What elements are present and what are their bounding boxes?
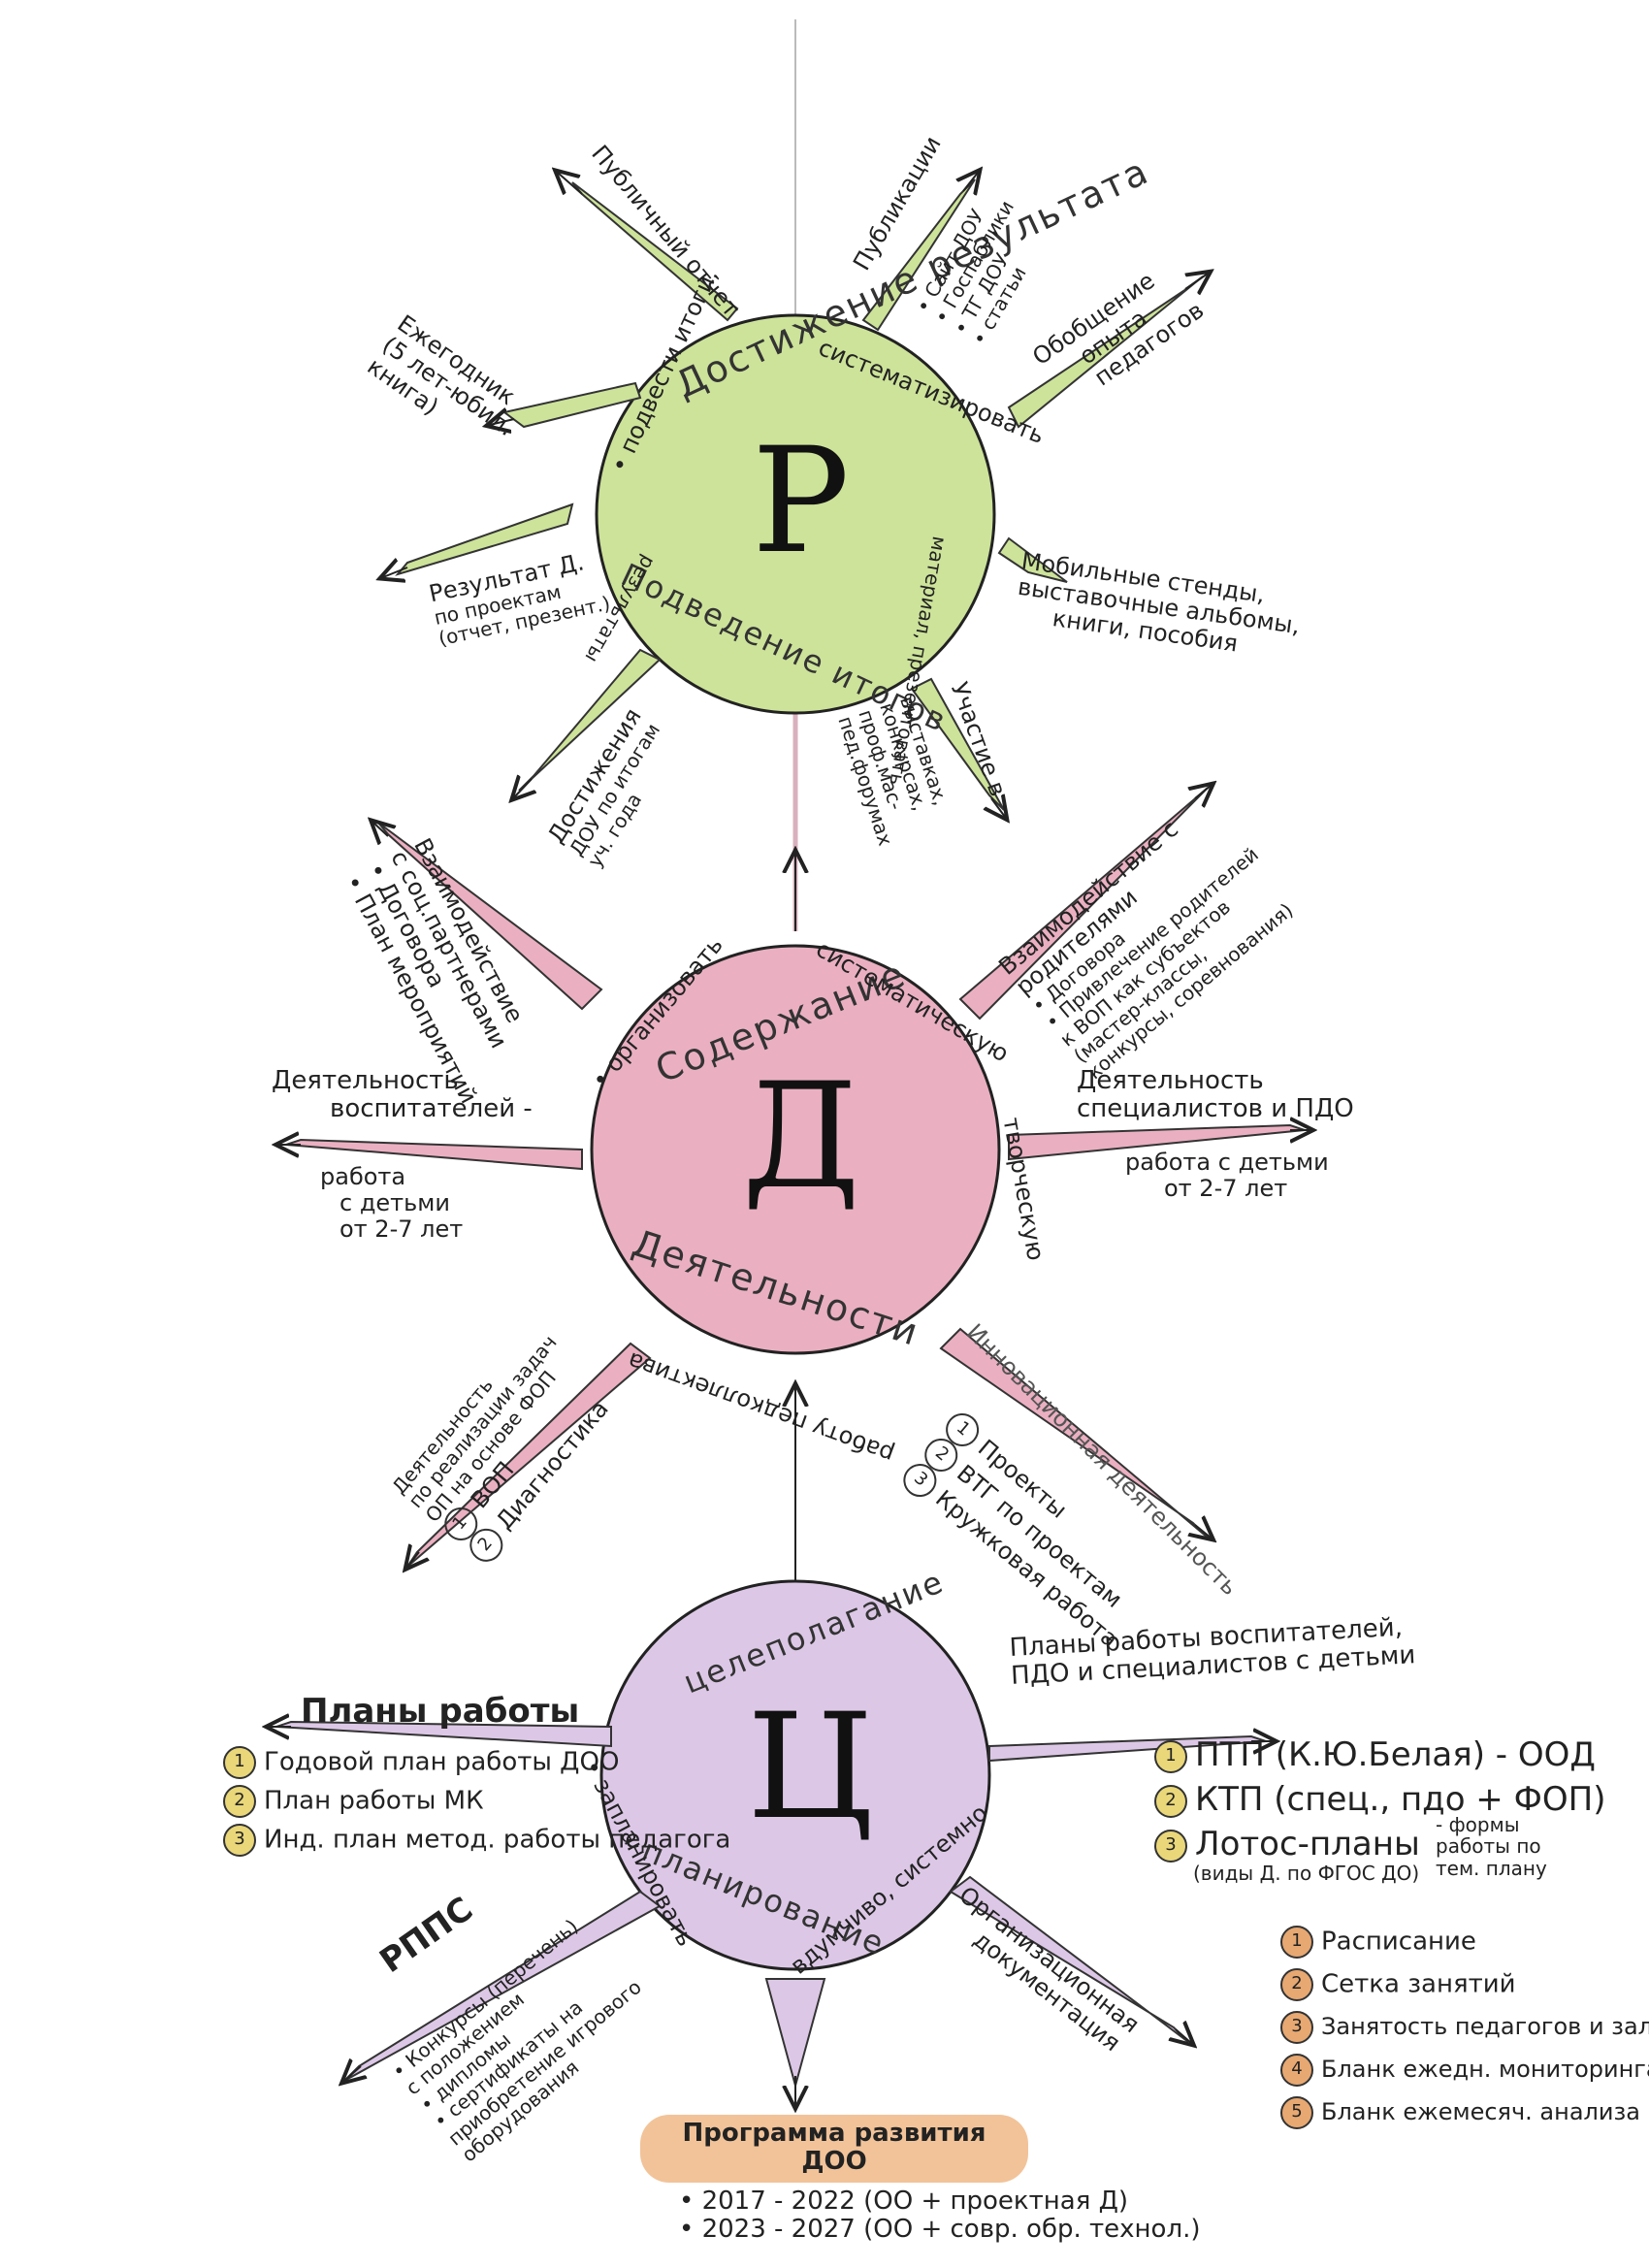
program-item: • 2023 - 2027 (ОО + совр. обр. технол.) xyxy=(679,2215,1201,2245)
num-3-icon: 3 xyxy=(1280,2011,1313,2044)
r-letter: Р xyxy=(752,417,850,586)
d-specialists-work-line2: от 2-7 лет xyxy=(1164,1174,1288,1202)
d-specialists-work: работа с детьми от 2-7 лет xyxy=(1125,1150,1329,1202)
r-spoke-public xyxy=(558,173,739,322)
d-educators-work-line3: от 2-7 лет xyxy=(340,1215,464,1243)
c-org-item: Занятость педагогов и залов xyxy=(1321,2013,1649,2040)
d-letter: Д xyxy=(742,1053,860,1221)
num-2-icon: 2 xyxy=(1154,1784,1187,1818)
r-spoke-mobile xyxy=(997,536,1068,583)
r-spoke-participation xyxy=(910,677,1005,817)
num-1-icon: 1 xyxy=(223,1746,256,1779)
c-teacher-item: ПТП (К.Ю.Белая) - ООД xyxy=(1195,1735,1596,1774)
c-org-item: Сетка занятий xyxy=(1321,1969,1516,1999)
c-org-item: Бланк ежемесяч. анализа xyxy=(1321,2098,1640,2125)
r-spoke-publications xyxy=(861,173,978,332)
d-educators-label: Деятельность воспитателей - xyxy=(272,1066,533,1124)
c-lotos-note: - формы работы по тем. плану xyxy=(1436,1813,1547,1880)
num-1-icon: 1 xyxy=(1280,1926,1313,1959)
d-spoke-fop xyxy=(407,1342,652,1567)
d-spoke-parents xyxy=(958,786,1211,1021)
r-spoke-result xyxy=(383,502,574,577)
program-banner xyxy=(640,2115,1028,2183)
d-specialists-work-line1: работа с детьми xyxy=(1125,1149,1329,1176)
c-lotos-note-line3: тем. плану xyxy=(1436,1856,1547,1880)
c-spoke-program xyxy=(764,1978,826,2105)
c-plans-title: Планы работы xyxy=(301,1692,580,1731)
c-teacher-item: Лотос-планы xyxy=(1195,1825,1420,1864)
c-circle xyxy=(599,1579,991,1971)
program-title-line1: Программа развития xyxy=(682,2119,986,2148)
d-educators-work: работа с детьми от 2-7 лет xyxy=(320,1164,463,1243)
d-educators-line2: воспитателей - xyxy=(330,1094,533,1124)
r-spoke-yearbook xyxy=(490,381,642,427)
c-teacher-item-note: (виды Д. по ФГОС ДО) xyxy=(1193,1862,1420,1886)
d-educators-work-line1: работа xyxy=(320,1163,406,1190)
c-plans-item: Инд. план метод. работы педагога xyxy=(264,1825,731,1855)
d-specialists-label: Деятельность специалистов и ПДО xyxy=(1077,1066,1354,1124)
num-2-icon: 2 xyxy=(223,1785,256,1818)
d-educators-line1: Деятельность xyxy=(272,1066,459,1095)
d-spoke-specialists xyxy=(1008,1125,1310,1161)
r-circle xyxy=(595,313,996,715)
d-spoke-innov xyxy=(939,1327,1211,1538)
r-spoke-achievements xyxy=(514,648,662,797)
program-item: • 2017 - 2022 (ОО + проектная Д) xyxy=(679,2187,1129,2216)
d-circle xyxy=(590,944,1001,1355)
num-3-icon: 3 xyxy=(223,1824,256,1857)
program-title-line2: ДОО xyxy=(801,2147,867,2177)
c-plans-item: План работы МК xyxy=(264,1786,484,1816)
c-org-item: Расписание xyxy=(1321,1927,1476,1957)
num-1-icon: 1 xyxy=(1154,1739,1187,1773)
d-specialists-line2: специалистов и ПДО xyxy=(1077,1094,1354,1124)
c-spoke-plans xyxy=(270,1722,612,1748)
d-specialists-line1: Деятельность xyxy=(1077,1066,1264,1095)
d-spoke-educators xyxy=(279,1140,583,1171)
c-spoke-rpps xyxy=(344,1890,662,2081)
c-plans-items: 1 Годовой план работы ДОО 2 План работы МК… xyxy=(223,1746,730,1857)
r-spoke-generalization xyxy=(1007,274,1208,429)
program-title: Программа развития ДОО xyxy=(655,2119,1014,2177)
d-spoke-social xyxy=(373,823,603,1011)
num-4-icon: 4 xyxy=(1280,2054,1313,2087)
c-org-item: Бланк ежедн. мониторинга xyxy=(1321,2056,1649,2083)
c-plans-item: Годовой план работы ДОО xyxy=(264,1747,620,1777)
c-spoke-teacher xyxy=(988,1736,1273,1763)
num-5-icon: 5 xyxy=(1280,2096,1313,2129)
c-org-items: 1 Расписание 2 Сетка занятий 3 Занятость пе… xyxy=(1280,1926,1649,2129)
c-lotos-note-line2: работы по xyxy=(1436,1834,1541,1859)
c-lotos-note-line1: - формы xyxy=(1436,1813,1520,1836)
num-3-icon: 3 xyxy=(1154,1829,1187,1863)
d-educators-work-line2: с детьми xyxy=(340,1188,451,1216)
c-letter: Ц xyxy=(747,1683,874,1852)
num-2-icon: 2 xyxy=(1280,1968,1313,2001)
program-items: • 2017 - 2022 (ОО + проектная Д) • 2023 … xyxy=(679,2187,1201,2244)
c-spoke-org xyxy=(949,1875,1191,2043)
c-teacher-item: КТП (спец., пдо + ФОП) xyxy=(1195,1780,1606,1820)
